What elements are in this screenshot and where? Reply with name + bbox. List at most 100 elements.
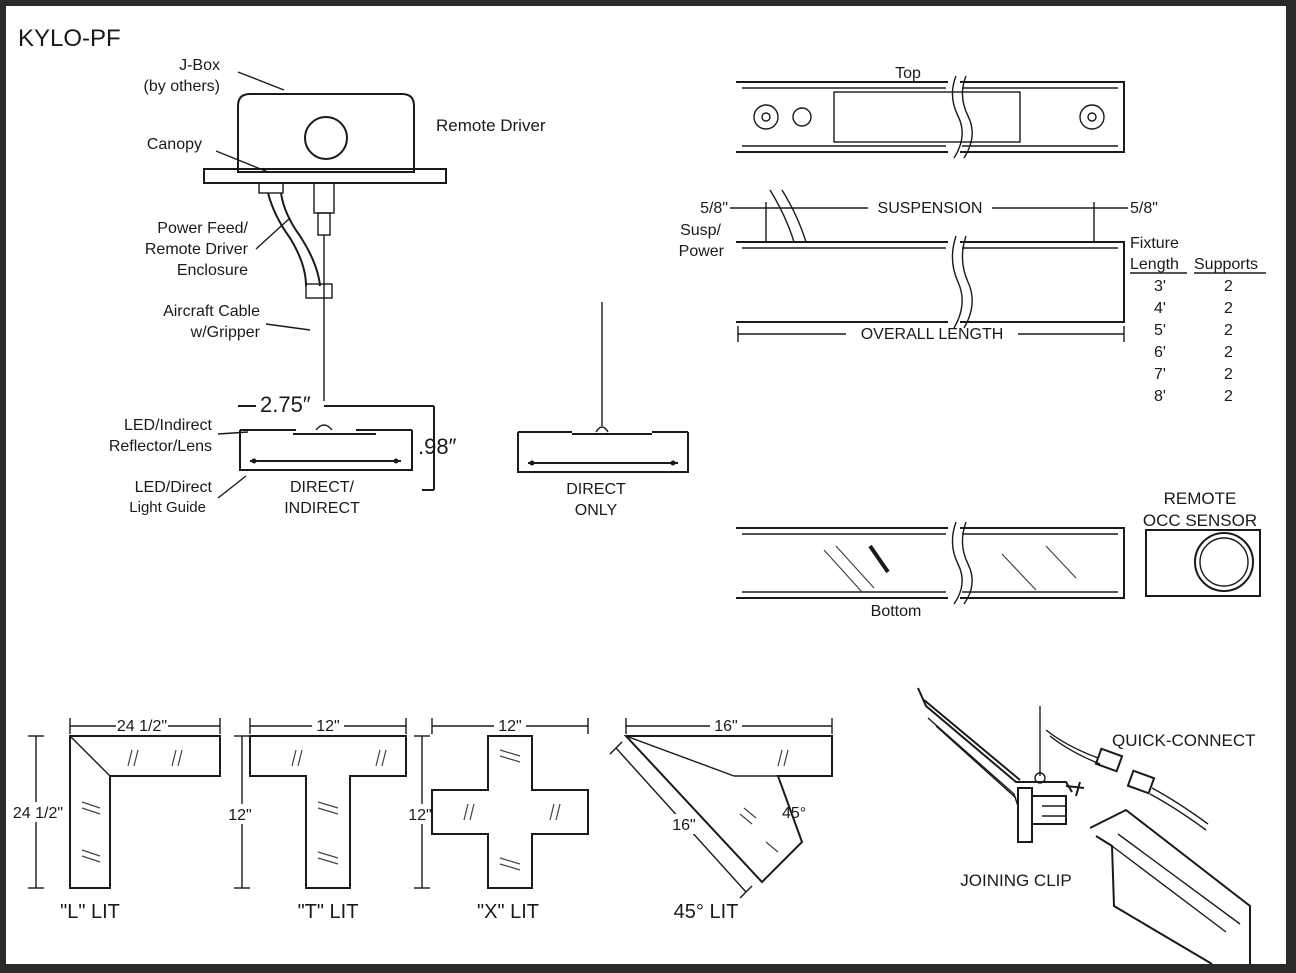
table-cell-length: 7'	[1154, 366, 1166, 383]
table-header-fixture: Fixture	[1130, 235, 1179, 252]
sensor-lens-outer	[1194, 532, 1254, 592]
susp-label-1: Susp/	[680, 222, 721, 239]
top-fitting-left	[753, 104, 779, 130]
canopy-label: Canopy	[147, 136, 202, 153]
table-cell-supports: 2	[1224, 278, 1233, 295]
susp-label-2: Power	[679, 243, 725, 260]
t-lit-shape	[249, 735, 407, 889]
side-view-outline	[736, 241, 1125, 323]
table-cell-length: 6'	[1154, 344, 1166, 361]
quick-connect-wires	[1045, 729, 1099, 759]
led-direct-label-2: Light Guide	[129, 499, 206, 516]
config-x-lit: 12" 12" "X" LIT	[406, 716, 589, 923]
x-lit-shape	[431, 735, 589, 889]
table-cell-supports: 2	[1224, 366, 1233, 383]
sensor-box	[1145, 529, 1261, 597]
section-direct-only: DIRECT ONLY	[517, 302, 689, 519]
table-cell-length: 5'	[1154, 322, 1166, 339]
t-lit-height: 12"	[228, 807, 251, 824]
power-feed-label-1: Power Feed/	[157, 220, 248, 237]
remote-label-1: REMOTE	[1164, 489, 1237, 508]
jbox-label: J-Box	[179, 57, 220, 74]
cable-hanger	[315, 424, 333, 431]
lit45-width: 16"	[714, 718, 737, 735]
config-45-lit: 16" 16" 45° 45° LIT	[609, 716, 833, 923]
quick-connect-plug-right	[1126, 769, 1156, 795]
direct-only-label-2: ONLY	[575, 502, 618, 519]
top-label: Top	[895, 65, 921, 82]
joining-clip-label: JOINING CLIP	[960, 871, 1071, 890]
suspension-label: SUSPENSION	[878, 200, 983, 217]
housing-profile	[239, 430, 413, 471]
power-cord	[267, 192, 307, 287]
table-cell-supports: 2	[1224, 300, 1233, 317]
remote-driver-label: Remote Driver	[436, 116, 546, 135]
diagram-canvas: KYLO-PF J-Box (by others) Remote Driver …	[10, 25, 1266, 964]
x-lit-label: "X" LIT	[477, 901, 539, 923]
bottom-view: Bottom	[736, 521, 1125, 620]
jbox-shape	[237, 93, 415, 173]
bottom-view-outline	[736, 527, 1125, 599]
supports-table: Fixture Length Supports 3' 2 4' 2 5' 2 6…	[1130, 235, 1266, 405]
remote-occ-sensor: REMOTE OCC SENSOR	[1143, 489, 1261, 597]
lit45-label: 45° LIT	[674, 901, 739, 923]
overall-length-label: OVERALL LENGTH	[861, 326, 1004, 343]
table-cell-length: 3'	[1154, 278, 1166, 295]
sensor-lens-inner	[1199, 537, 1249, 587]
led-direct-label-1: LED/Direct	[135, 479, 213, 496]
direct-only-label-1: DIRECT	[566, 481, 626, 498]
joining-clip-body	[1017, 787, 1033, 843]
top-fitting-right	[1079, 104, 1105, 130]
power-feed-fitting	[258, 182, 284, 194]
quick-connect-plug-left	[1094, 747, 1124, 773]
height-dimension: .98″	[418, 434, 457, 459]
suspension-detail: J-Box (by others) Remote Driver Canopy P…	[144, 57, 546, 401]
table-cell-supports: 2	[1224, 388, 1233, 405]
bottom-label: Bottom	[871, 603, 922, 620]
direct-only-housing	[517, 432, 689, 473]
knockout-circle	[304, 116, 348, 160]
l-lit-label: "L" LIT	[60, 901, 120, 923]
led-indirect-label-2: Reflector/Lens	[109, 438, 212, 455]
width-dimension: 2.75″	[260, 392, 311, 417]
right-fixture-side	[1095, 835, 1213, 964]
bottom-sensor-slot	[868, 544, 890, 574]
lit45-height: 16"	[672, 817, 695, 834]
l-lit-height: 24 1/2"	[13, 805, 63, 822]
top-view: Top	[736, 65, 1125, 159]
right-fixture-top	[1089, 808, 1251, 964]
quick-connect-label: QUICK-CONNECT	[1112, 731, 1256, 750]
dim-right-label: 5/8"	[1130, 200, 1158, 217]
dim-left-label: 5/8"	[700, 200, 728, 217]
table-cell-supports: 2	[1224, 322, 1233, 339]
title: KYLO-PF	[18, 25, 121, 52]
l-lit-width: 24 1/2"	[117, 718, 167, 735]
direct-indirect-label-2: INDIRECT	[284, 500, 360, 517]
t-lit-width: 12"	[316, 718, 339, 735]
power-feed-label-2: Remote Driver	[145, 241, 249, 258]
spec-sheet: KYLO-PF J-Box (by others) Remote Driver …	[6, 6, 1286, 964]
jbox-note: (by others)	[144, 78, 220, 95]
cable-gripper	[313, 182, 335, 214]
table-header-supports: Supports	[1194, 256, 1258, 273]
lit45-angle: 45°	[782, 805, 806, 822]
aircraft-cable-label-2: w/Gripper	[190, 324, 261, 341]
side-power-cord	[769, 189, 795, 243]
section-direct-indirect: 2.75″ .98″ LED/Indirect Reflector/Lens L…	[109, 392, 457, 517]
power-feed-label-3: Enclosure	[177, 262, 248, 279]
table-cell-supports: 2	[1224, 344, 1233, 361]
joining-detail: QUICK-CONNECT JOINING CLIP	[917, 687, 1256, 964]
remote-label-2: OCC SENSOR	[1143, 511, 1257, 530]
side-view: 5/8" 5/8" SUSPENSION Susp/ Power OVERALL…	[679, 189, 1158, 343]
config-l-lit: 24 1/2" 24 1/2" "L" LIT	[10, 716, 221, 923]
table-header-length: Length	[1130, 256, 1179, 273]
x-lit-height: 12"	[408, 807, 431, 824]
top-view-outline	[736, 81, 1125, 153]
table-cell-length: 8'	[1154, 388, 1166, 405]
x-lit-width: 12"	[498, 718, 521, 735]
direct-indirect-label-1: DIRECT/	[290, 479, 355, 496]
top-driver-cover	[833, 91, 1021, 143]
cable-clamp	[305, 283, 333, 299]
config-t-lit: 12" 12" "T" LIT	[226, 716, 407, 923]
aircraft-cable-label-1: Aircraft Cable	[163, 303, 260, 320]
